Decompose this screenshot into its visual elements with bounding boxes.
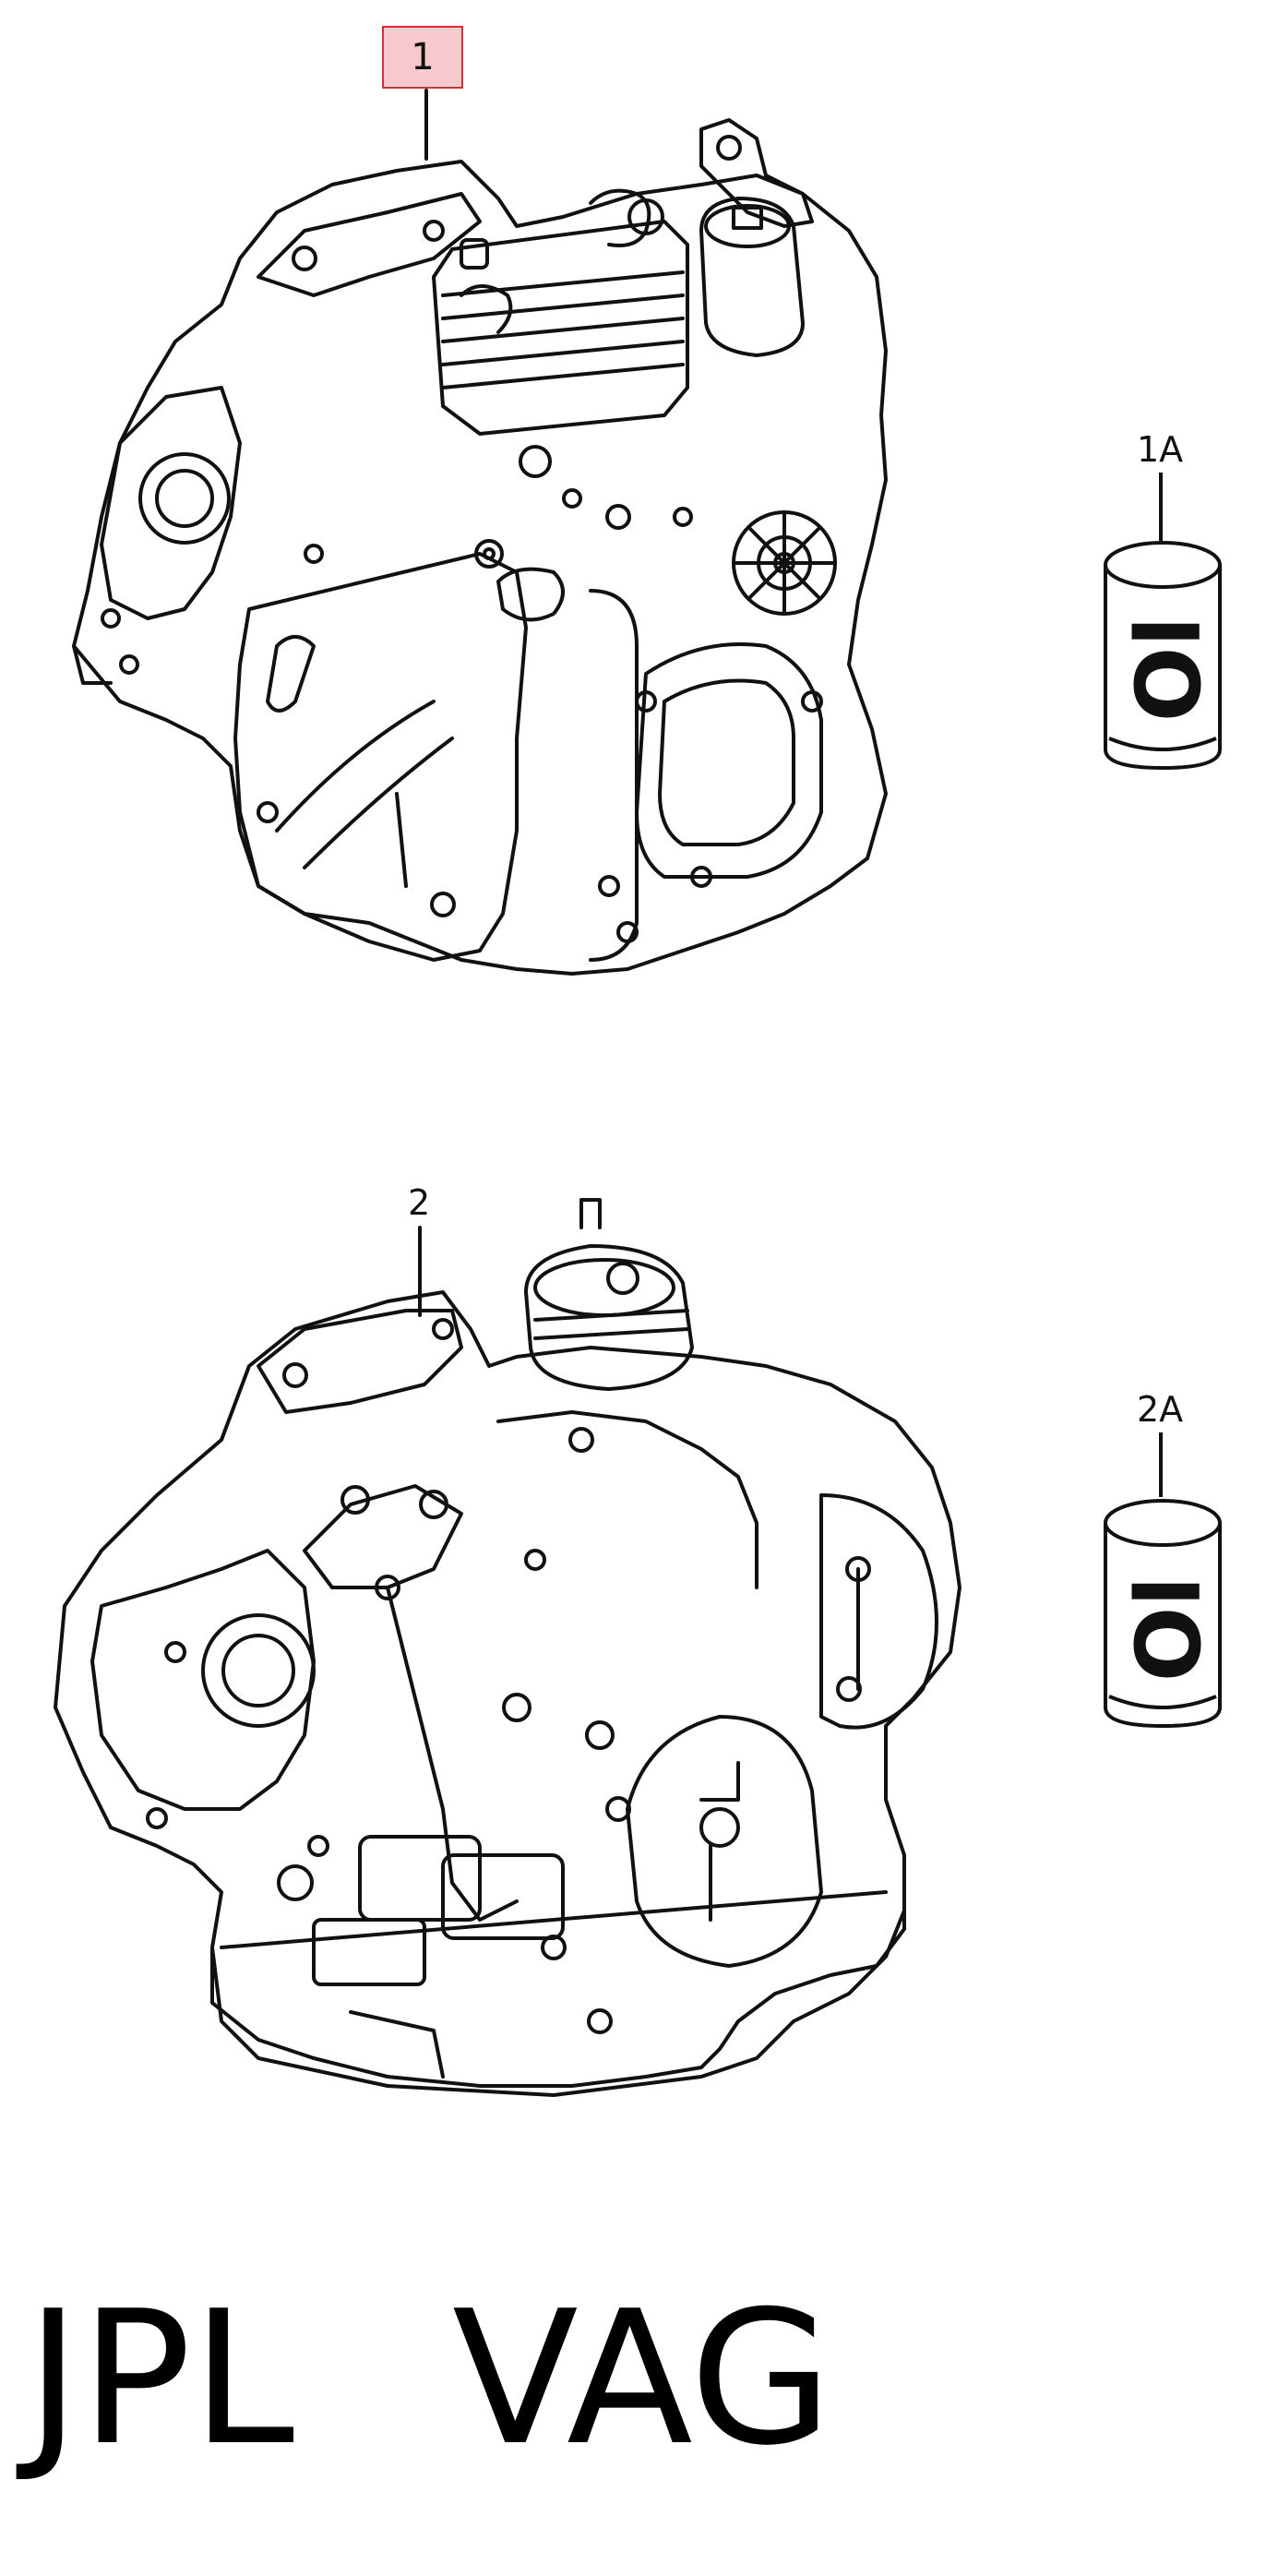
callout-part-2a[interactable]: 2A — [1137, 1389, 1184, 1430]
callout-part-1-label: 1 — [411, 36, 435, 78]
footer-vag: VAG — [452, 2271, 833, 2486]
transmission-assembly-1 — [72, 89, 888, 976]
footer-jpl: JPL — [26, 2271, 295, 2486]
oil-can-icon: Ol — [1104, 473, 1222, 771]
oil-can-label-1a: Ol — [1117, 617, 1221, 723]
callout-part-1a[interactable]: 1A — [1137, 429, 1184, 470]
oil-can-label-2a: Ol — [1117, 1576, 1221, 1683]
transmission-assembly-2 — [54, 1198, 961, 2097]
callout-part-2[interactable]: 2 — [408, 1182, 431, 1223]
oil-can-icon-2: Ol — [1104, 1432, 1222, 1729]
callout-part-1[interactable]: 1 — [382, 26, 463, 89]
